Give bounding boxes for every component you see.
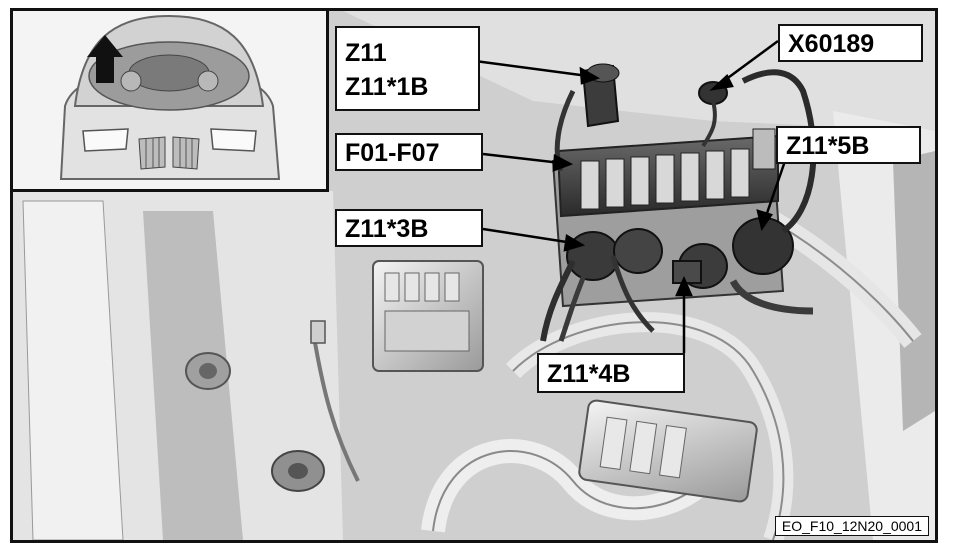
label-f01-f07: F01-F07 [345, 139, 440, 167]
label-z11-4b: Z11*4B [547, 360, 631, 388]
callout-f01-f07: F01-F07 [335, 133, 483, 171]
callout-x60189: X60189 [778, 24, 923, 62]
location-arrow-icon [87, 35, 123, 83]
vehicle-location-inset [13, 11, 329, 192]
label-z11: Z11 [345, 39, 387, 67]
label-z11-3b: Z11*3B [345, 215, 429, 243]
diagram-frame: Z11 Z11*1B X60189 F01-F07 Z11*5B Z11*3B … [10, 8, 938, 543]
label-z11-5b: Z11*5B [786, 132, 870, 160]
label-x60189: X60189 [788, 30, 875, 58]
label-z11-1b: Z11*1B [345, 73, 429, 101]
callout-z11: Z11 Z11*1B [335, 26, 480, 111]
reference-code: EO_F10_12N20_0001 [774, 516, 929, 536]
callout-z11-4b: Z11*4B [537, 353, 685, 393]
callout-z11-5b: Z11*5B [776, 126, 921, 164]
callout-z11-3b: Z11*3B [335, 209, 483, 247]
